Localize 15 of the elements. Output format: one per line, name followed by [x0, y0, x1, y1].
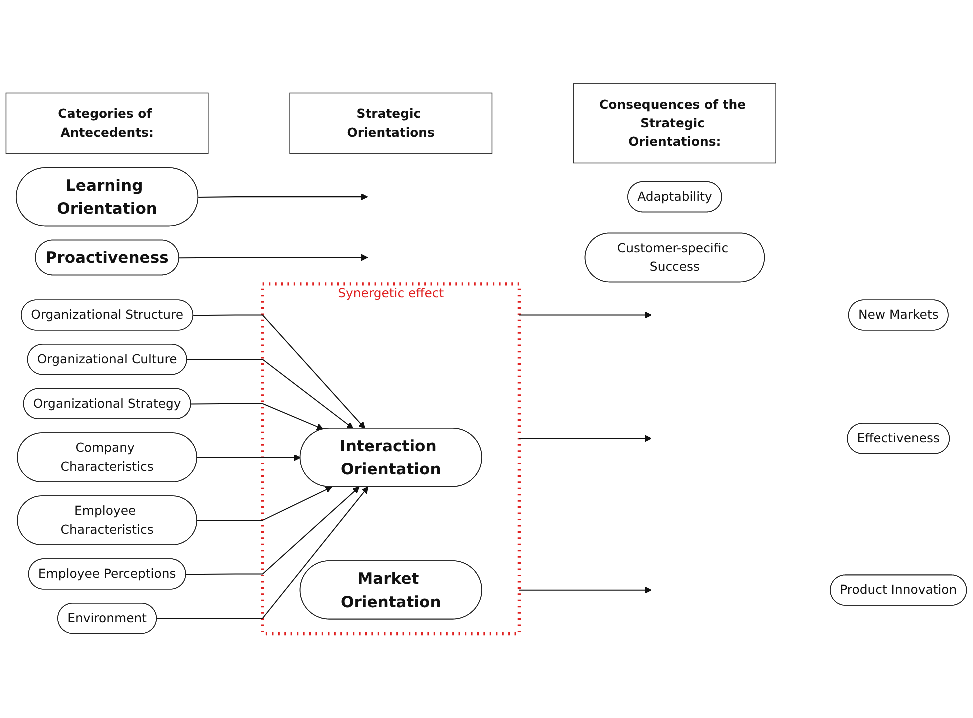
arrow [198, 194, 368, 200]
arrow [194, 314, 366, 430]
arrow [157, 486, 369, 620]
arrow [179, 254, 368, 262]
arrow [186, 486, 360, 576]
arrow [519, 586, 652, 594]
node-box: Categories of Antecedents: [6, 92, 209, 154]
arrow [197, 486, 332, 522]
arrow [519, 435, 652, 442]
arrow [519, 312, 652, 319]
node-box: Consequences of the Strategic Orientations: [573, 84, 776, 164]
node-box: Strategic Orientations [290, 92, 493, 154]
arrow [197, 454, 301, 462]
arrow [191, 403, 324, 430]
arrow [187, 359, 354, 430]
